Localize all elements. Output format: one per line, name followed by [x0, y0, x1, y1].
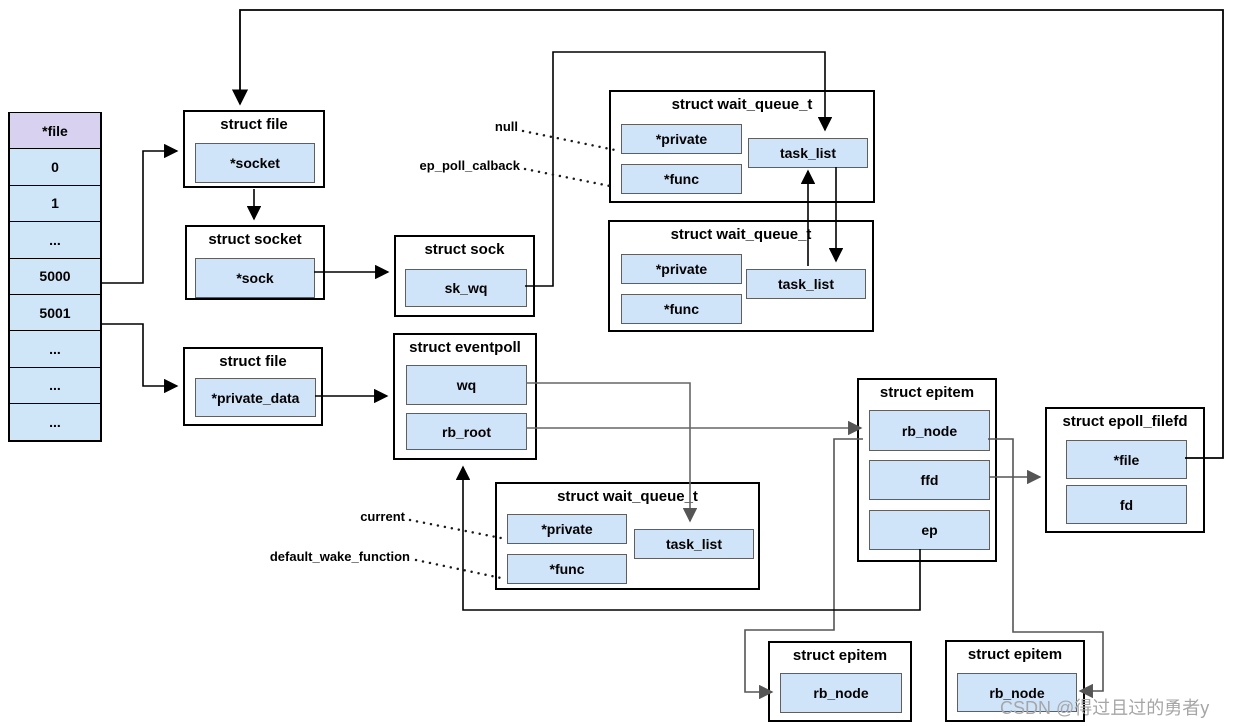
- field-rb-node-left: rb_node: [780, 673, 902, 713]
- dots-current-private: [408, 518, 503, 540]
- struct-socket-title: struct socket: [208, 231, 302, 248]
- struct-wait-queue-1-title: struct wait_queue_t: [671, 96, 813, 113]
- dots-null-private: [521, 129, 617, 152]
- struct-sock-box: struct sock sk_wq: [394, 235, 535, 317]
- field-ep: ep: [869, 510, 990, 550]
- field-task-list-2: task_list: [746, 269, 866, 299]
- struct-wait-queue-3-box: struct wait_queue_t *private *func task_…: [495, 482, 760, 590]
- struct-epitem-box: struct epitem rb_node ffd ep: [857, 378, 997, 562]
- fd-cell-5001: 5001: [9, 293, 101, 332]
- field-private-data: *private_data: [195, 378, 316, 417]
- field-sk-wq: sk_wq: [405, 269, 527, 307]
- field-private-3: *private: [507, 514, 627, 544]
- struct-wait-queue-3-title: struct wait_queue_t: [557, 488, 698, 505]
- field-task-list-1: task_list: [748, 138, 868, 168]
- struct-epoll-filefd-box: struct epoll_filefd *file fd: [1045, 407, 1205, 533]
- struct-file-1-box: struct file *socket: [183, 110, 325, 188]
- field-rb-node: rb_node: [869, 410, 990, 451]
- fd-cell-file: *file: [9, 112, 101, 150]
- struct-wait-queue-2-title: struct wait_queue_t: [670, 226, 812, 243]
- field-file-ptr: *file: [1066, 440, 1187, 479]
- field-socket: *socket: [195, 143, 315, 183]
- watermark: CSDN @得过且过的勇者y: [1000, 698, 1210, 718]
- fd-cell-dots4: ...: [9, 403, 101, 441]
- struct-file-2-box: struct file *private_data: [183, 347, 323, 426]
- struct-epitem-right-title: struct epitem: [967, 646, 1063, 663]
- fd-cell-dots1: ...: [9, 221, 101, 259]
- struct-epitem-left-box: struct epitem rb_node: [768, 641, 912, 722]
- dots-defaultwake-func: [414, 558, 503, 580]
- wire-fd5000-file: [101, 143, 179, 284]
- struct-epitem-title: struct epitem: [879, 384, 975, 401]
- field-wq: wq: [406, 365, 527, 405]
- wire-fd5001-file: [101, 323, 179, 394]
- field-func-3: *func: [507, 554, 627, 584]
- label-default-wake-function: default_wake_function: [269, 549, 410, 564]
- struct-wait-queue-2-box: struct wait_queue_t *private *func task_…: [608, 220, 874, 332]
- fd-cell-1: 1: [9, 184, 101, 223]
- struct-eventpoll-box: struct eventpoll wq rb_root: [393, 333, 537, 460]
- field-task-list-3: task_list: [634, 529, 754, 559]
- fd-cell-0: 0: [9, 148, 101, 186]
- field-ffd: ffd: [869, 460, 990, 500]
- struct-file-2-title: struct file: [219, 353, 287, 370]
- field-sock: *sock: [195, 258, 315, 298]
- struct-sock-title: struct sock: [424, 241, 505, 258]
- fd-cell-dots2: ...: [9, 330, 101, 368]
- field-fd: fd: [1066, 485, 1187, 524]
- dots-eppollcallback-func: [523, 167, 617, 189]
- struct-file-1-title: struct file: [220, 116, 288, 133]
- fd-cell-dots3: ...: [9, 366, 101, 405]
- field-rb-root: rb_root: [406, 413, 527, 450]
- struct-epoll-filefd-title: struct epoll_filefd: [1062, 413, 1188, 430]
- struct-wait-queue-1-box: struct wait_queue_t *private *func task_…: [609, 90, 875, 203]
- label-current: current: [360, 509, 405, 524]
- struct-socket-box: struct socket *sock: [185, 225, 325, 300]
- fd-table: *file 0 1 ... 5000 5001 ... ... ...: [8, 112, 102, 442]
- field-func-1: *func: [621, 164, 742, 194]
- field-func-2: *func: [621, 294, 742, 324]
- field-private-1: *private: [621, 124, 742, 154]
- label-ep-poll-callback: ep_poll_calback: [419, 158, 520, 173]
- fd-cell-5000: 5000: [9, 257, 101, 295]
- label-null: null: [494, 119, 518, 134]
- field-private-2: *private: [621, 254, 742, 284]
- struct-epitem-left-title: struct epitem: [792, 647, 888, 664]
- struct-eventpoll-title: struct eventpoll: [409, 339, 521, 356]
